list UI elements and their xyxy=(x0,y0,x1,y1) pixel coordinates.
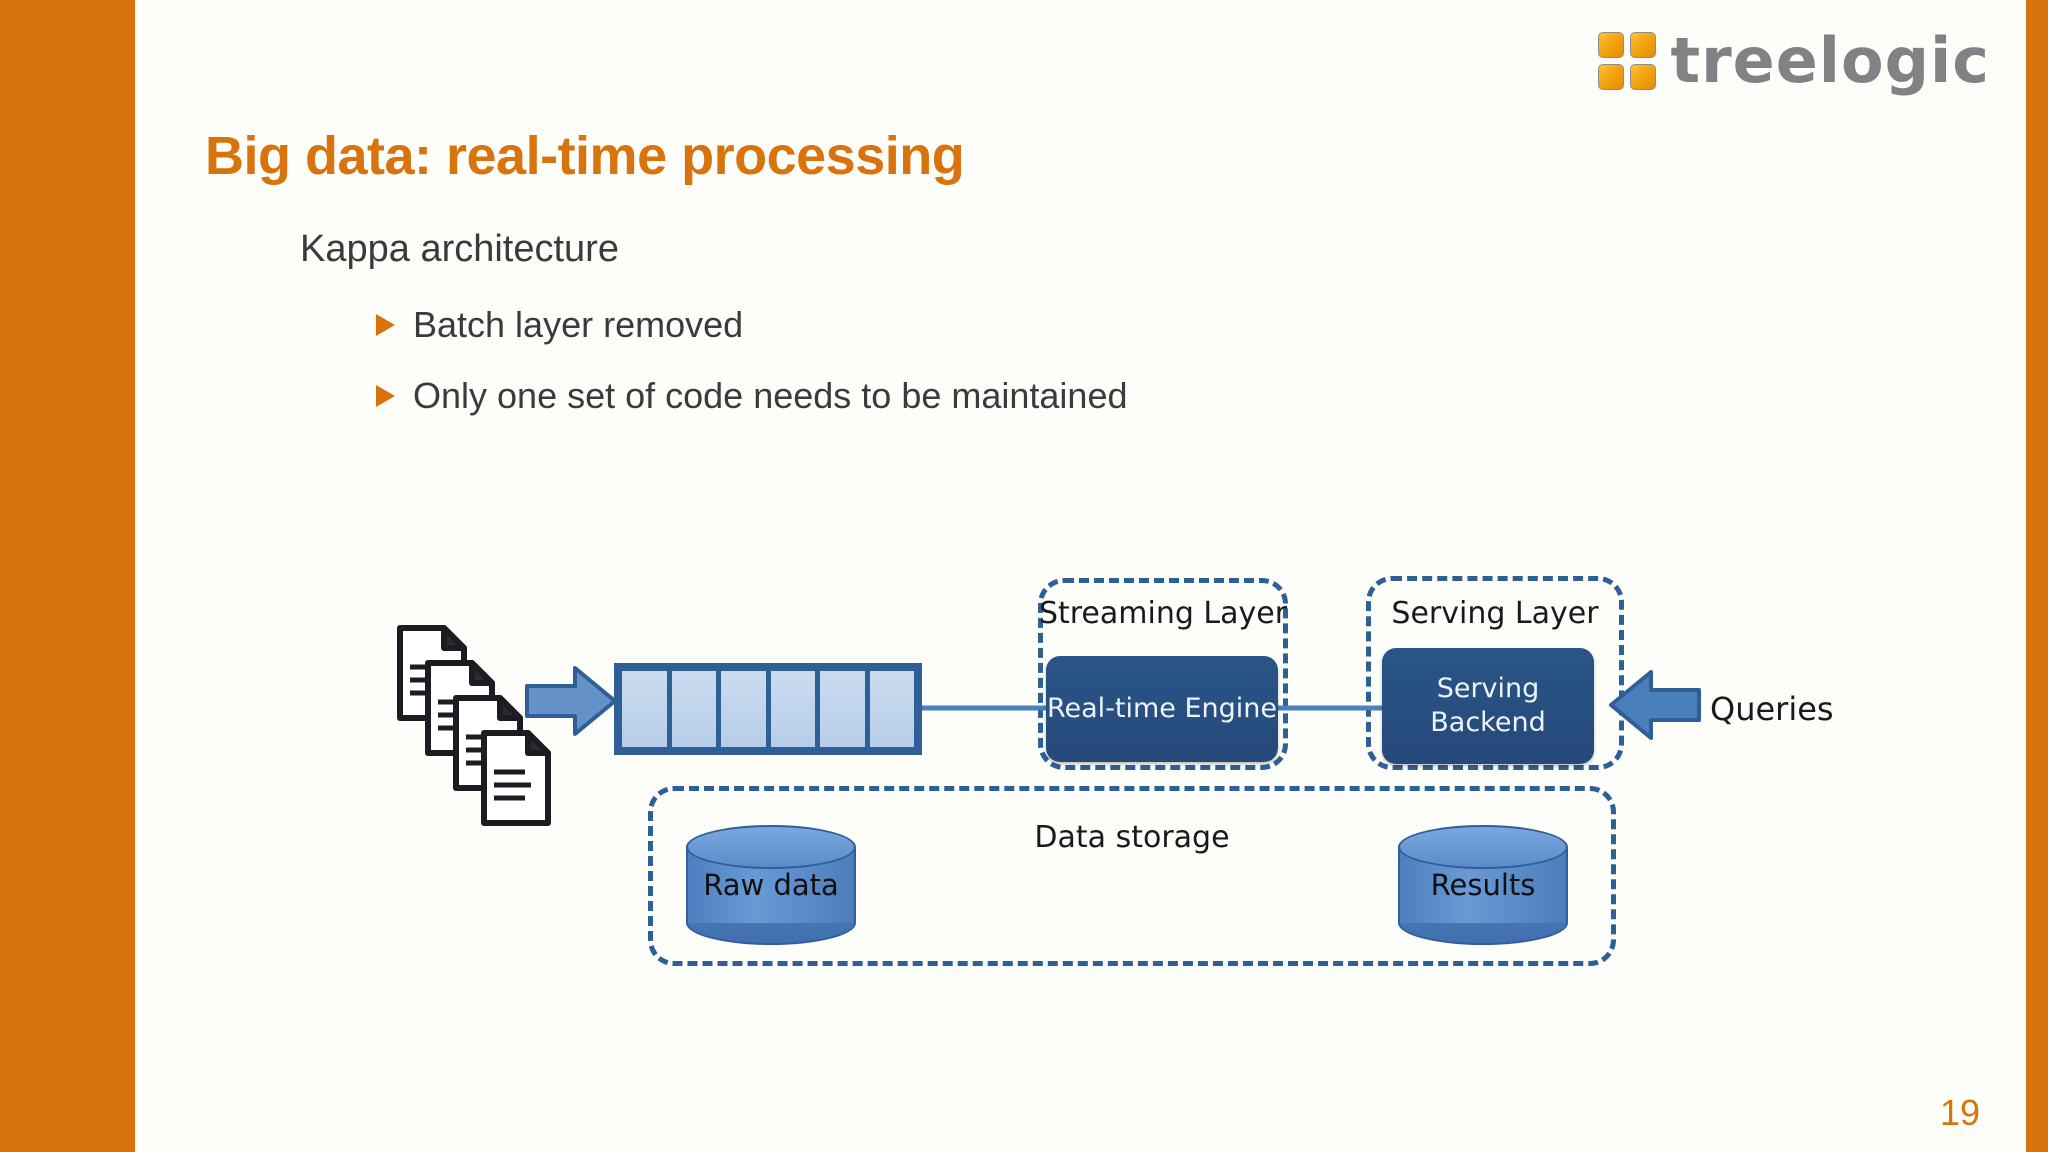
message-queue xyxy=(614,663,922,755)
subheading: Kappa architecture xyxy=(300,228,619,270)
queue-cell xyxy=(820,671,865,747)
queue-cell xyxy=(869,671,914,747)
node-serving-backend-line1: Serving xyxy=(1436,673,1540,705)
node-serving-backend[interactable]: Serving Backend xyxy=(1382,648,1594,764)
group-streaming-layer xyxy=(1038,578,1288,770)
logo-square-3 xyxy=(1598,64,1625,90)
node-serving-backend-line2: Backend xyxy=(1430,707,1546,738)
datastore-label-raw-data: Raw data xyxy=(703,868,839,902)
right-accent-bar xyxy=(2026,0,2048,1152)
queue-cell xyxy=(622,671,667,747)
logo-square-2 xyxy=(1630,32,1657,58)
bullet-text-2: Only one set of code needs to be maintai… xyxy=(413,375,1128,416)
treelogic-logo: treelogic xyxy=(1598,30,1990,92)
queue-cell xyxy=(671,671,716,747)
logo-wordmark: treelogic xyxy=(1670,24,1990,97)
queries-label: Queries xyxy=(1710,690,1834,728)
datastore-raw-data[interactable]: Raw data xyxy=(686,825,856,945)
left-accent-bar xyxy=(0,0,135,1152)
arrow-ingest xyxy=(525,666,617,736)
group-label-streaming: Streaming Layer xyxy=(1038,596,1288,631)
group-data-storage xyxy=(648,786,1616,966)
bullet-item-1: Batch layer removed xyxy=(376,304,743,346)
bullet-text-1: Batch layer removed xyxy=(413,304,744,345)
cylinder-top xyxy=(686,825,856,869)
page-title: Big data: real-time processing xyxy=(205,126,965,186)
queue-cell xyxy=(770,671,815,747)
triangle-bullet-icon xyxy=(376,385,395,407)
logo-square-1 xyxy=(1598,32,1625,58)
node-real-time-engine[interactable]: Real-time Engine xyxy=(1046,656,1278,762)
logo-square-4 xyxy=(1630,64,1657,90)
bullet-item-2: Only one set of code needs to be maintai… xyxy=(376,375,1127,417)
group-label-storage: Data storage xyxy=(1034,820,1230,855)
group-label-serving: Serving Layer xyxy=(1391,596,1599,631)
arrow-queries xyxy=(1609,670,1701,740)
logo-squares-icon xyxy=(1598,32,1657,90)
datastore-results[interactable]: Results xyxy=(1398,825,1568,945)
triangle-bullet-icon xyxy=(376,314,395,336)
datastore-label-results: Results xyxy=(1430,868,1536,902)
cylinder-top xyxy=(1398,825,1568,869)
queue-cell xyxy=(721,671,766,747)
page-number: 19 xyxy=(1939,1092,1980,1133)
